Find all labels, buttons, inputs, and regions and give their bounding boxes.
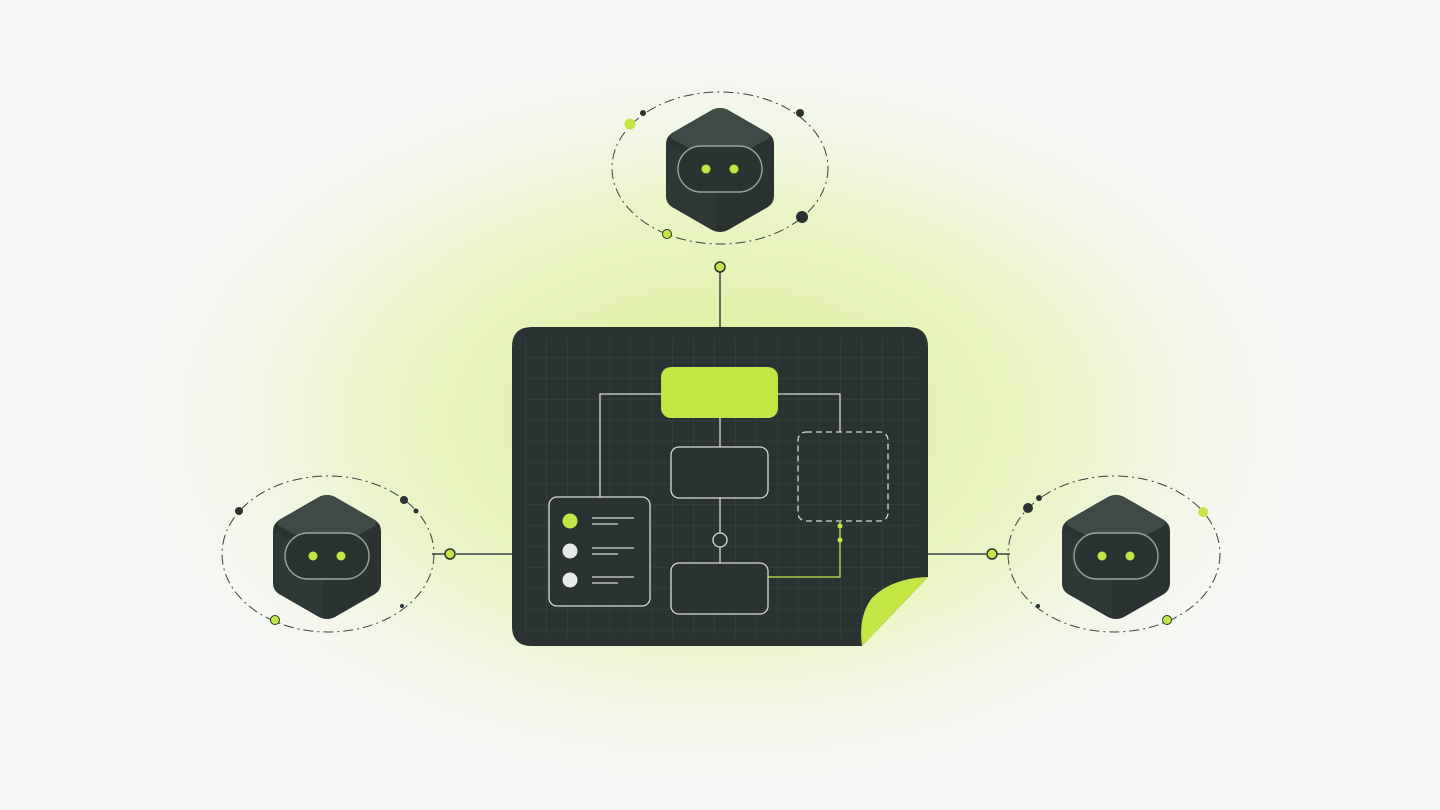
folded-corner: [861, 577, 928, 646]
flow-start-block: [661, 367, 778, 418]
flow-placeholder-block: [797, 431, 889, 522]
checklist-card: [548, 496, 651, 607]
orbit-left: [221, 475, 435, 633]
connector-node-left: [444, 548, 456, 560]
connector-node-top: [714, 261, 726, 273]
orbit-right: [1007, 475, 1221, 633]
checklist-item-active: [562, 513, 578, 529]
flow-process-block: [670, 562, 769, 615]
flow-process-block: [670, 446, 769, 499]
connector-node-right: [986, 548, 998, 560]
connectors: [456, 267, 986, 555]
checklist-item-inactive: [562, 543, 578, 559]
flow-decision-node: [712, 532, 728, 548]
flowchart-lines: [599, 393, 841, 563]
checklist-item-inactive: [562, 572, 578, 588]
orbit-top: [611, 91, 829, 245]
